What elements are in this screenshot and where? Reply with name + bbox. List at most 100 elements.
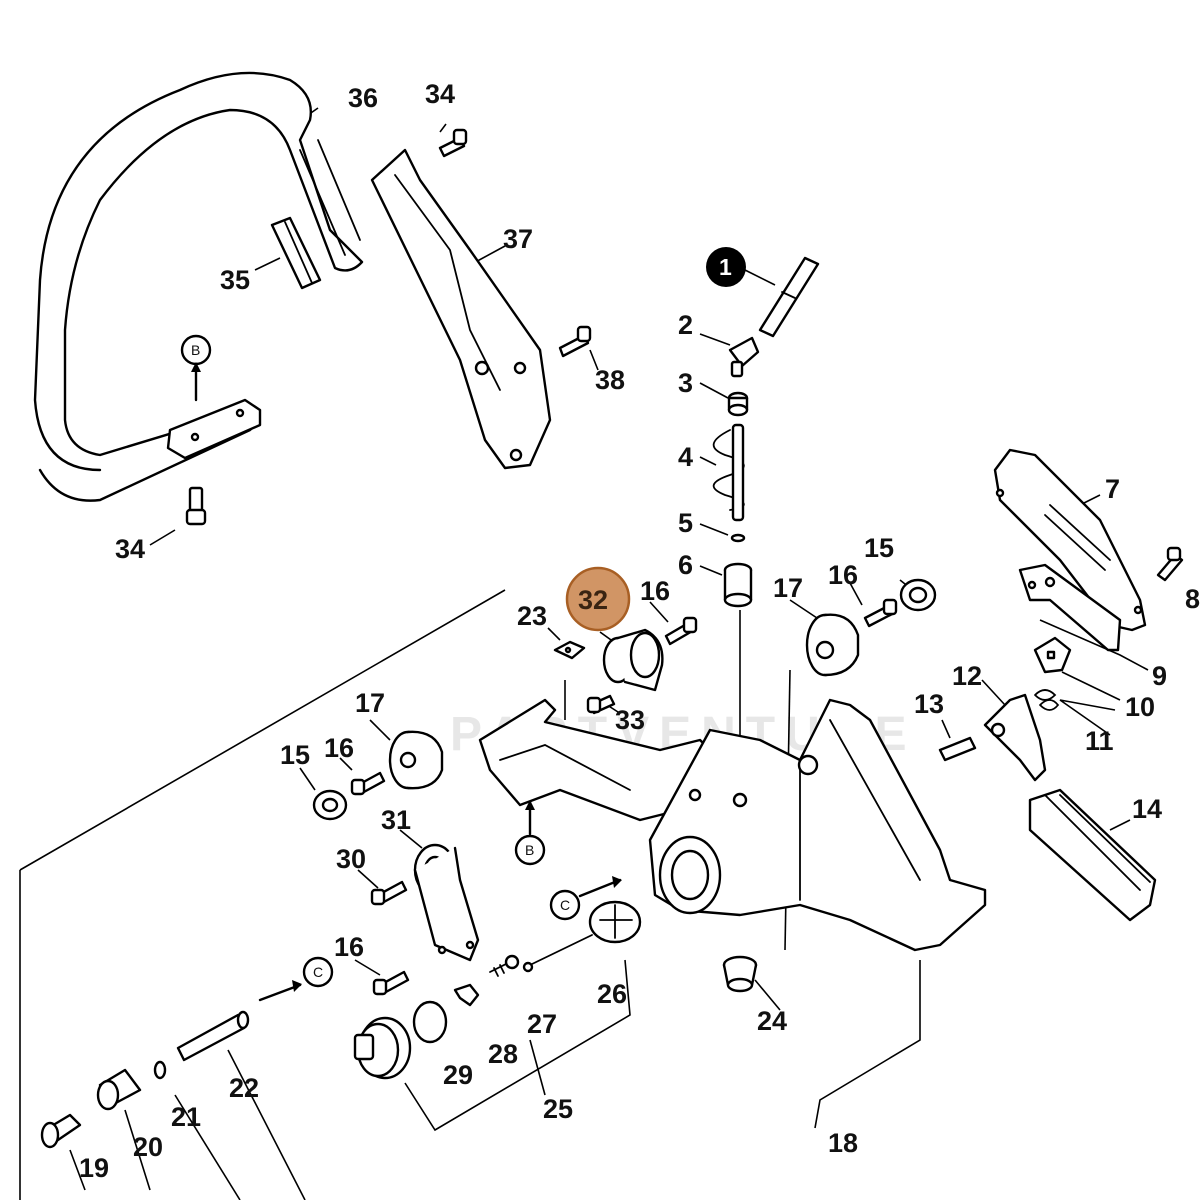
- label-26: 26: [597, 979, 627, 1009]
- label-4: 4: [678, 442, 693, 472]
- label-21: 21: [171, 1102, 201, 1132]
- label-8: 8: [1185, 584, 1200, 614]
- leader-lines: [19, 107, 1149, 1200]
- label-16-left: 16: [324, 733, 354, 763]
- label-37: 37: [503, 224, 533, 254]
- ring-21: [153, 1060, 167, 1080]
- disk-29: [412, 1000, 448, 1044]
- spring-11: [1034, 689, 1060, 711]
- clip-28: [453, 983, 480, 1007]
- label-27: 27: [527, 1009, 557, 1039]
- part-labels: 36 34 37 35 38 34 2 3 4 5 6 7 8 9 10 11 …: [79, 79, 1200, 1183]
- label-23: 23: [517, 601, 547, 631]
- label-12: 12: [952, 661, 982, 691]
- label-2: 2: [678, 310, 693, 340]
- label-3: 3: [678, 368, 693, 398]
- label-24: 24: [757, 1006, 787, 1036]
- pin-19: [40, 1113, 82, 1149]
- screw-30: [370, 880, 408, 906]
- svg-text:1: 1: [719, 254, 732, 280]
- grip-14: [1028, 788, 1157, 922]
- label-19: 19: [79, 1153, 109, 1183]
- screw-33: [586, 694, 616, 715]
- label-33: 33: [615, 705, 645, 735]
- label-5: 5: [678, 508, 693, 538]
- label-29: 29: [443, 1060, 473, 1090]
- label-38: 38: [595, 365, 625, 395]
- label-14: 14: [1132, 794, 1162, 824]
- label-28: 28: [488, 1039, 518, 1069]
- cover-7: [993, 448, 1147, 632]
- label-10: 10: [1125, 692, 1155, 722]
- bracket-plate: [166, 398, 262, 460]
- sleeve-6: [723, 562, 753, 608]
- label-18: 18: [828, 1128, 858, 1158]
- screw-38: [558, 325, 592, 358]
- reference-marker-c-upper: C: [549, 876, 622, 921]
- label-22: 22: [229, 1073, 259, 1103]
- screw-16-lower: [372, 970, 410, 996]
- lever-12: [983, 693, 1047, 782]
- washer-15-left: [312, 789, 348, 821]
- label-36: 36: [348, 83, 378, 113]
- label-34-bottom: 34: [115, 534, 145, 564]
- o-ring-5: [730, 533, 746, 543]
- trigger-9: [1018, 563, 1122, 652]
- label-6: 6: [678, 550, 693, 580]
- label-16-lower: 16: [334, 932, 364, 962]
- label-7: 7: [1105, 474, 1120, 504]
- nut-block-35: [270, 216, 322, 290]
- lock-10: [1033, 636, 1072, 674]
- svg-text:B: B: [191, 342, 200, 358]
- svg-text:C: C: [313, 964, 323, 980]
- label-35: 35: [220, 265, 250, 295]
- washer-15-right: [899, 578, 937, 612]
- label-13: 13: [914, 689, 944, 719]
- screw-34-top: [438, 128, 468, 158]
- pin-13: [938, 736, 977, 762]
- svg-text:C: C: [560, 897, 570, 913]
- screw-16-right: [863, 598, 898, 628]
- screw-16-center: [664, 616, 698, 646]
- housing-18: [648, 698, 987, 952]
- svg-text:B: B: [525, 842, 534, 858]
- label-17-right: 17: [773, 573, 803, 603]
- handle-bar-36: [33, 71, 364, 502]
- sleeve-20: [96, 1068, 142, 1111]
- label-15-left: 15: [280, 740, 310, 770]
- part-badge-1: 1: [706, 247, 746, 287]
- label-31: 31: [381, 805, 411, 835]
- lever-2: [728, 336, 760, 378]
- label-30: 30: [336, 844, 366, 874]
- label-11: 11: [1085, 726, 1114, 756]
- label-9: 9: [1152, 661, 1167, 691]
- bushing-3: [727, 391, 749, 417]
- bracket-31: [413, 843, 480, 962]
- screw-27: [489, 954, 520, 977]
- oil-cap-26: [522, 900, 642, 973]
- reference-marker-c-lower: C: [258, 956, 334, 1002]
- shaft-22: [176, 1010, 250, 1062]
- handle-bracket-37: [370, 148, 552, 470]
- label-16-right: 16: [828, 560, 858, 590]
- highlight-part-32: 32: [565, 566, 631, 632]
- label-25: 25: [543, 1094, 573, 1124]
- label-17-left: 17: [355, 688, 385, 718]
- reference-marker-b-top: B: [180, 334, 212, 402]
- reference-marker-b-bottom: B: [514, 798, 546, 866]
- damper-32: [602, 628, 664, 692]
- plug-24: [722, 955, 758, 993]
- label-15-right: 15: [864, 533, 894, 563]
- cap-25: [353, 1016, 412, 1080]
- screw-16-left: [350, 771, 386, 796]
- label-16-center: 16: [640, 576, 670, 606]
- pin-1: [758, 256, 820, 338]
- label-34-top: 34: [425, 79, 455, 109]
- damper-17-right: [805, 613, 860, 677]
- screw-8: [1156, 546, 1184, 582]
- spring-4: [712, 423, 745, 522]
- damper-17-left: [388, 730, 444, 790]
- label-20: 20: [133, 1132, 163, 1162]
